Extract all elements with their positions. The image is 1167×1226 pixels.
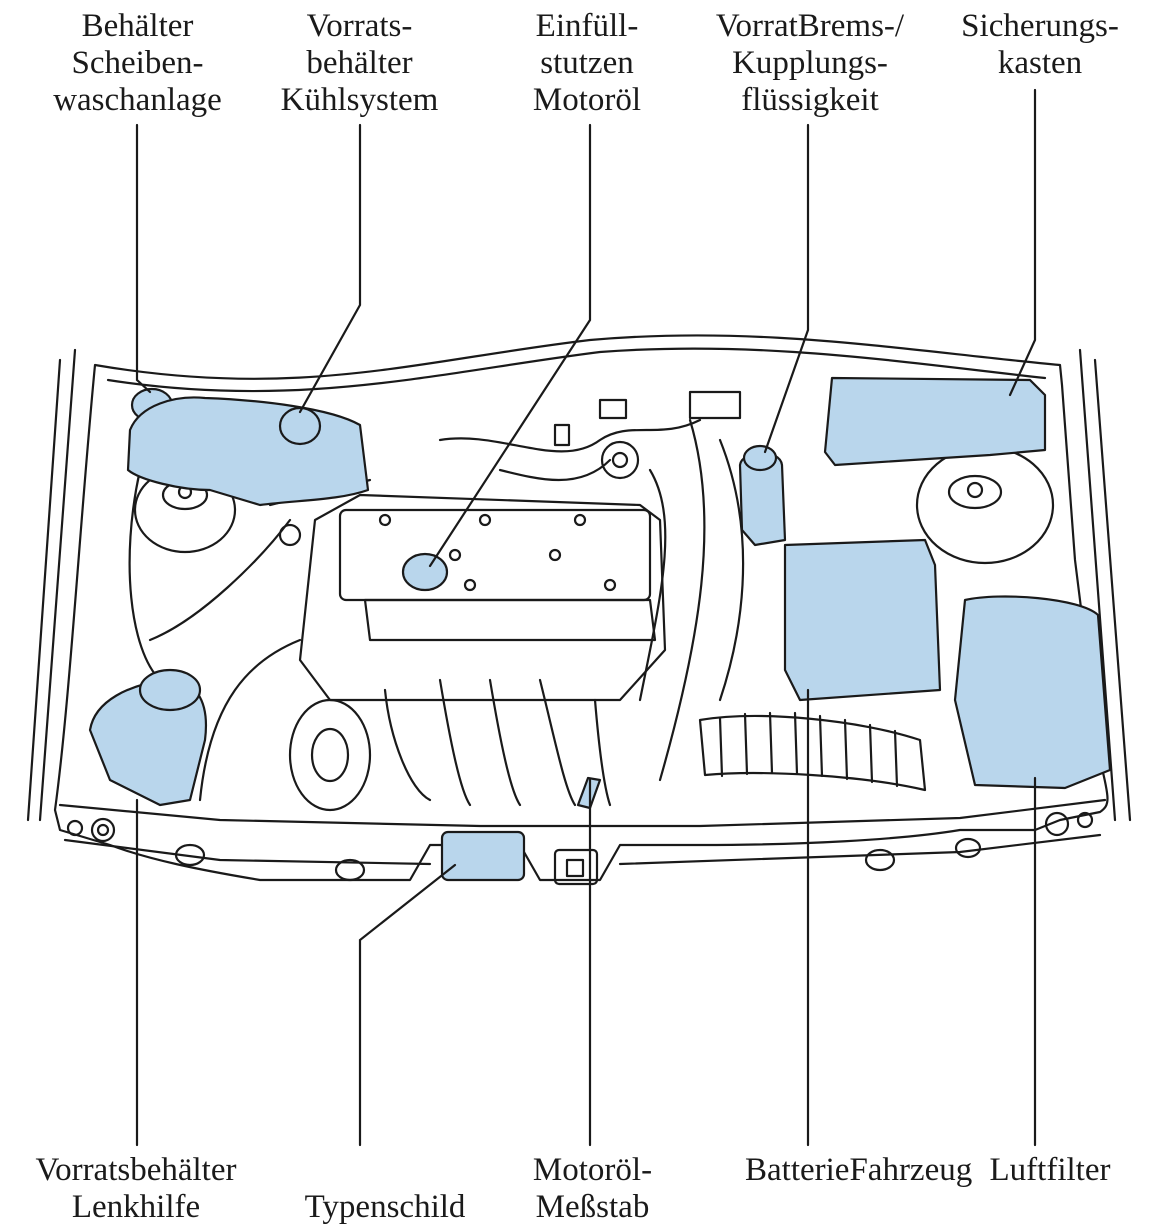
label-battery: BatterieFahrzeug [745, 1152, 973, 1188]
leader-brake [763, 123, 810, 454]
mount-hole-3 [864, 848, 896, 872]
label-dipstick: Motoröl-Meßstab [532, 1152, 653, 1225]
connector-2 [688, 390, 742, 420]
right-strut-tower [915, 445, 1055, 565]
label-brake-reservoir: VorratBrems-/Kupplungs-flüssigkeit [715, 8, 905, 118]
valve-bolt-1 [378, 513, 392, 527]
alternator [288, 698, 372, 812]
leader-coolant [298, 123, 362, 414]
valve-bolt-6 [463, 578, 477, 592]
cam-housing [363, 598, 657, 642]
bolt-right [1044, 811, 1070, 837]
latch [553, 848, 599, 886]
right-strut-cap [947, 474, 1003, 510]
battery [783, 538, 942, 702]
air-intake-duct [698, 714, 927, 792]
connector-3 [553, 423, 571, 447]
leader-typeplate [358, 863, 457, 1147]
latch-inner [565, 858, 585, 878]
valve-bolt-4 [448, 548, 462, 562]
duct-ribs [718, 711, 899, 788]
bolt-left [90, 817, 116, 843]
engine-mount-top [600, 440, 640, 480]
label-type-plate: Typenschild [304, 1189, 466, 1225]
hose-left-3 [198, 638, 302, 802]
valve-bolt-7 [603, 578, 617, 592]
hose-mid-3 [718, 438, 745, 702]
air-filter-box [953, 595, 1112, 790]
wire-harness-2 [498, 458, 612, 482]
connector-1 [598, 398, 628, 420]
mount-hole-1 [174, 843, 206, 867]
engine-mount-top-inner [611, 451, 629, 469]
leader-washer [135, 123, 152, 394]
left-fender-edge [26, 348, 77, 822]
bay-inner-rim [106, 347, 1047, 393]
wire-harness [438, 418, 702, 453]
hose-mid-2 [658, 418, 706, 782]
engine-bay-outline [53, 334, 1109, 882]
valve-bolt-2 [478, 513, 492, 527]
brake-fluid-cap [742, 444, 778, 472]
engine-outline [298, 493, 667, 702]
hose-left-1 [128, 468, 162, 682]
label-air-filter: Luftfilter [989, 1152, 1111, 1188]
hose-left-2 [148, 518, 292, 642]
leader-oilfill [428, 123, 592, 568]
right-fender-edge [1078, 348, 1132, 822]
bracket-clip [278, 523, 302, 547]
fuse-box [823, 376, 1047, 467]
intake-runners [383, 678, 612, 807]
label-fuse-box: Sicherungs-kasten [961, 8, 1119, 81]
valve-bolt-3 [573, 513, 587, 527]
right-strut-nut [966, 481, 984, 499]
hole-right [1076, 811, 1094, 829]
bolt-left-inner [96, 823, 110, 837]
type-plate [440, 830, 526, 882]
hole-left [66, 819, 84, 837]
mount-hole-2 [334, 858, 366, 882]
steering-fluid-cap [138, 668, 202, 712]
valve-bolt-5 [548, 548, 562, 562]
alternator-pulley [310, 727, 350, 783]
hose-mid-1 [638, 468, 667, 702]
oil-filler-cap [401, 552, 449, 592]
coolant-cap [278, 406, 322, 446]
valve-cover [338, 508, 652, 602]
leader-fusebox [1008, 88, 1037, 397]
mount-hole-4 [954, 837, 982, 859]
